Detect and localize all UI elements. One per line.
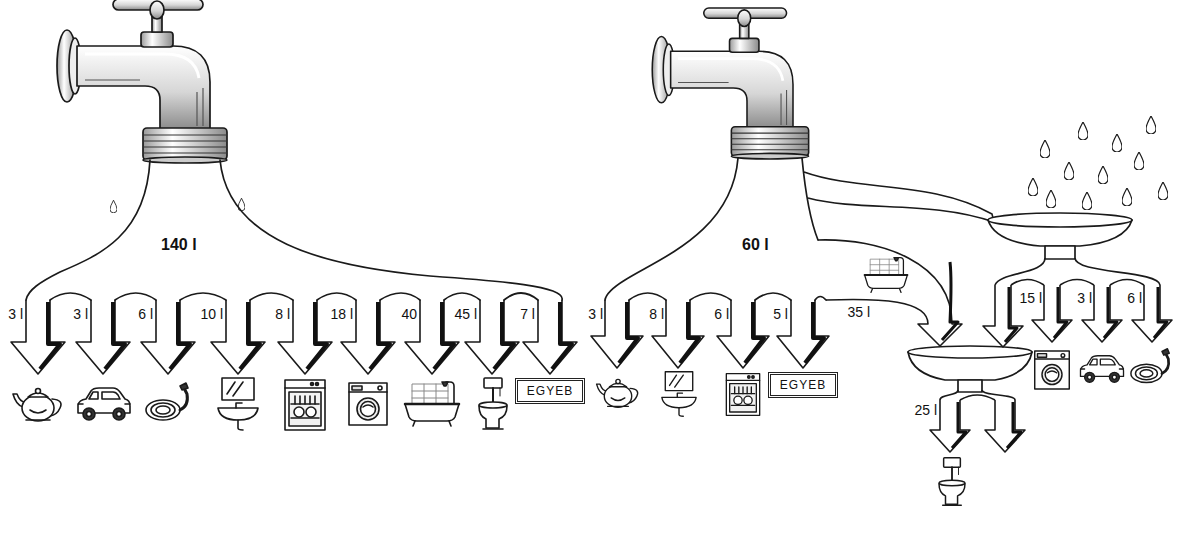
sign-text: EGYEB — [527, 384, 573, 398]
sign-text: EGYEB — [780, 378, 826, 392]
sign-box: EGYEB — [515, 378, 585, 404]
flow-amount: 60 l — [742, 236, 769, 254]
sign-box: EGYEB — [768, 372, 838, 398]
flow-band: 60 l — [592, 158, 830, 300]
arrow-shade — [552, 302, 572, 369]
bath-branch — [818, 240, 962, 346]
flow-amount: 140 l — [161, 236, 197, 254]
amount-label: 6 l — [1127, 290, 1142, 306]
faucet — [652, 8, 808, 159]
faucet — [57, 0, 227, 163]
amount-label: 3 l — [73, 306, 88, 322]
amount-label: 35 l — [847, 304, 870, 320]
amount-label: 8 l — [275, 306, 290, 322]
flow-band-edge — [26, 160, 562, 300]
flow-band: 140 l — [5, 158, 595, 300]
amount-label: 6 l — [714, 306, 729, 322]
amount-label: 10 l — [200, 306, 223, 322]
flow-arrows — [11, 285, 1172, 452]
flow-band-outline — [5, 158, 595, 300]
flow-band-outline — [592, 158, 830, 300]
grey-water-basin — [908, 346, 1032, 400]
rain-branch — [804, 172, 994, 222]
arrow-shade — [805, 302, 824, 363]
amount-label: 45 l — [454, 306, 477, 322]
rain-drops — [1028, 116, 1168, 210]
usage-icons — [13, 258, 1169, 506]
arrow-shade — [942, 262, 958, 340]
amount-label: 40 — [401, 306, 417, 322]
amount-label: 3 l — [1077, 290, 1092, 306]
amount-label: 15 l — [1019, 290, 1042, 306]
water-drop — [110, 200, 117, 213]
edge-label: 7 l — [520, 306, 535, 322]
amount-label: 6 l — [138, 306, 153, 322]
amount-label: 18 l — [330, 306, 353, 322]
amount-label: 3 l — [8, 306, 23, 322]
amount-label: 8 l — [649, 306, 664, 322]
rain-basin — [988, 213, 1160, 285]
amount-label: 3 l — [588, 306, 603, 322]
amount-label: 25 l — [914, 402, 937, 418]
flow-band-edge — [605, 158, 826, 300]
edge-label: 5 l — [773, 306, 788, 322]
